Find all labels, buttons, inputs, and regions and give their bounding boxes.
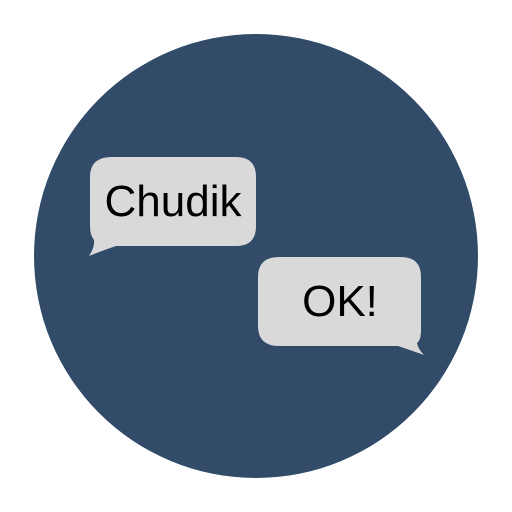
left-bubble-text: Chudik: [105, 177, 243, 226]
right-bubble-text: OK!: [302, 277, 378, 326]
left-bubble-shape: [89, 157, 256, 256]
right-speech-bubble: OK!: [258, 257, 424, 355]
right-bubble-shape: [258, 257, 424, 355]
left-speech-bubble: Chudik: [89, 157, 256, 256]
background-circle: [34, 34, 478, 478]
